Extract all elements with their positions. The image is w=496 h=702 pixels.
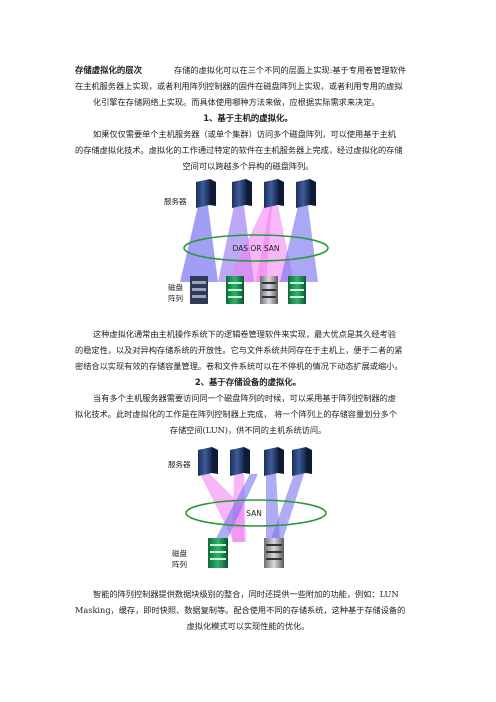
section2-after-line-2: Masking，缓存，即时快照、数据复制等。配合使用不同的存储系统，这种基于存储… — [75, 605, 406, 615]
disk-row — [190, 276, 306, 304]
server-label: 服务器 — [164, 196, 187, 206]
server-3 — [264, 179, 284, 208]
server-row — [198, 447, 312, 476]
section1-para-line-2: 的存储虚拟化技术。虚拟化的工作通过特定的软件在主机服务器上完成，经过虚拟化的存储 — [75, 145, 403, 155]
section1-after-line-1: 这种虚拟化通常由主机操作系统下的逻辑卷管理软件来实现，最大优点是其久经考验 — [93, 329, 396, 339]
network-label: DAS OR SAN — [232, 244, 279, 253]
beam-5 — [280, 206, 318, 282]
server-3 — [264, 447, 284, 476]
section2-after-line-3: 虚拟化模式可以实现性能的优化。 — [186, 621, 310, 631]
section1-heading: 1、基于主机的虚拟化。 — [203, 113, 293, 123]
server-1 — [196, 179, 216, 208]
network-ring — [185, 499, 327, 527]
intro-line-1: 存储的虚拟化可以在三个不同的层面上实现:基于专用卷管理软件 — [174, 65, 407, 75]
intro-line-2: 在主机服务器上实现，或者利用阵列控制器的固件在磁盘阵列上实现，或者利用专用的虚拟 — [75, 81, 403, 91]
server-4 — [292, 447, 312, 476]
disk-label-2: 阵列 — [168, 293, 183, 303]
section1-after-line-2: 的稳定性，以及对异构存储系统的开放性。它与文件系统共同存在于主机上，便于二者的紧 — [75, 345, 403, 355]
section2-heading: 2、基于存储设备的虚拟化。 — [194, 377, 302, 387]
section2-para-line-1: 当有多个主机服务器需要访问同一个磁盘阵列的时候，可以采用基于阵列控制器的虚 — [93, 393, 396, 403]
disk-label-2: 阵列 — [172, 559, 187, 569]
network-label: SAN — [246, 509, 262, 518]
storage-device-virtualization-diagram: SAN 服务器 磁盘 阵列 — [168, 447, 327, 569]
server-1 — [198, 447, 218, 476]
section1-after-line-3: 密结合以实现有效的存储容量管理。卷和文件系统可以在不停机的情况下动态扩展或缩小。 — [75, 361, 403, 371]
section2-after-line-1: 智能的阵列控制器提供数据块级别的整合，同时还提供一些附加的功能，例如：LUN — [93, 589, 399, 599]
intro-lead: 存储虚拟化的层次 — [75, 65, 142, 75]
disk-label-1: 磁盘 — [172, 548, 187, 558]
section1-para-line-1: 如果仅仅需要单个主机服务器（或单个集群）访问多个磁盘阵列，可以使用基于主机 — [93, 129, 396, 139]
disk-row — [208, 538, 284, 568]
disk-label-1: 磁盘 — [168, 282, 183, 292]
section1-para-line-3: 空间可以跨越多个异构的磁盘阵列。 — [182, 161, 314, 171]
server-2 — [232, 179, 252, 208]
intro-line-3: 化引擎在存储网络上实现。而具体使用哪种方法来做，应根据实际需求来决定。 — [93, 97, 380, 107]
server-row — [196, 179, 316, 208]
host-virtualization-diagram: DAS OR SAN 服务器 磁盘 阵列 — [164, 179, 329, 304]
network-ring — [183, 234, 329, 262]
beam-1 — [180, 206, 218, 282]
section2-para-line-2: 拟化技术。此时虚拟化的工作是在阵列控制器上完成， 将一个阵列上的存储容量划分多个 — [75, 409, 397, 419]
server-label: 服务器 — [168, 459, 191, 469]
server-2 — [230, 447, 250, 476]
section2-para-line-3: 存储空间(LUN)，供不同的主机系统访问。 — [169, 425, 327, 435]
server-4 — [296, 179, 316, 208]
